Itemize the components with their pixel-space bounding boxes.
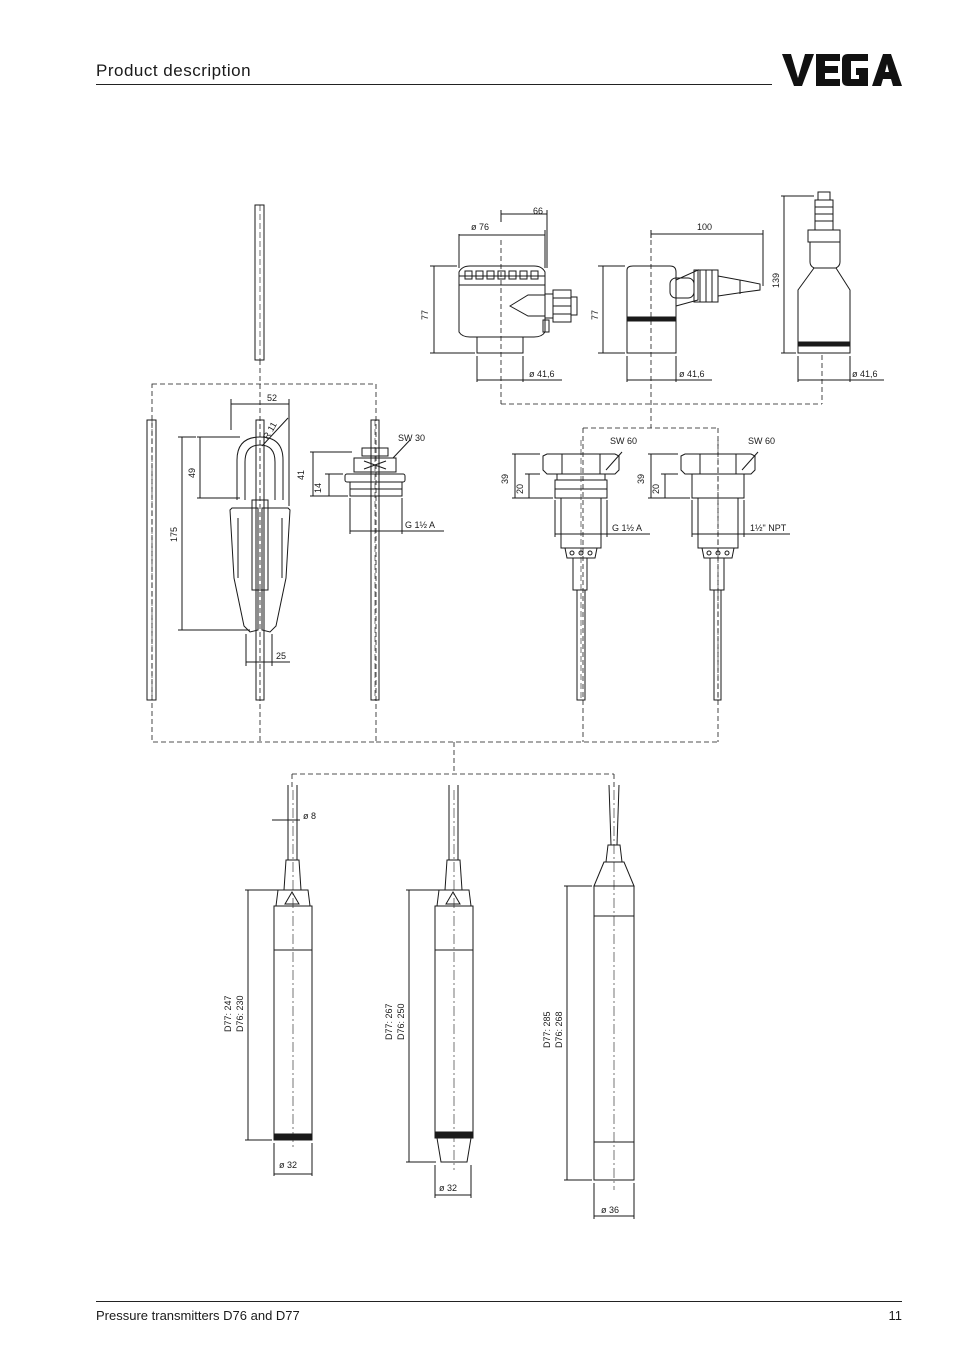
dim-housing-plastic-base: ø 41,6 bbox=[529, 369, 555, 379]
dim-housing-plug-height: 139 bbox=[771, 273, 781, 288]
dim-probe2-d77: D77: 267 bbox=[384, 1003, 394, 1040]
page-number: 11 bbox=[888, 1308, 903, 1323]
dim-probe2-dia: ø 32 bbox=[439, 1183, 457, 1193]
dim-probe2-d76: D76: 250 bbox=[396, 1003, 406, 1040]
dim-housing-plug-base: ø 41,6 bbox=[852, 369, 878, 379]
dim-probe1-cable: ø 8 bbox=[303, 811, 316, 821]
housing-plastic-outline bbox=[458, 265, 578, 354]
dim-clamp-h1: 49 bbox=[187, 468, 197, 478]
housing-connector-outline bbox=[626, 265, 761, 354]
page-title: Product description bbox=[96, 61, 252, 80]
vega-logo bbox=[782, 54, 902, 86]
suspension-clamp-outline bbox=[229, 436, 291, 633]
header-rule bbox=[96, 84, 772, 85]
dim-housing-plastic-width: 66 bbox=[533, 206, 543, 216]
dim-housing-connector-base: ø 41,6 bbox=[679, 369, 705, 379]
housing-plug-outline bbox=[797, 191, 851, 354]
dim-flange-g-thread: G 1½ A bbox=[612, 523, 642, 533]
dim-probe1-d77: D77: 247 bbox=[223, 995, 233, 1032]
dim-flange-npt-thread: 1½" NPT bbox=[750, 523, 787, 533]
dim-flange-npt-h2: 20 bbox=[651, 484, 661, 494]
dim-thread-sw: SW 30 bbox=[398, 433, 425, 443]
footer-doc-title: Pressure transmitters D76 and D77 bbox=[96, 1308, 300, 1323]
dim-probe3-dia: ø 36 bbox=[601, 1205, 619, 1215]
dim-thread-h2: 14 bbox=[313, 483, 323, 493]
dim-clamp-w2: 25 bbox=[276, 651, 286, 661]
dim-flange-npt-h1: 39 bbox=[636, 474, 646, 484]
dim-housing-plastic-height: 77 bbox=[420, 310, 430, 320]
dim-housing-connector-width: 100 bbox=[697, 222, 712, 232]
dim-flange-g-h1: 39 bbox=[500, 474, 510, 484]
dim-thread-g: G 1½ A bbox=[405, 520, 435, 530]
dim-probe1-dia: ø 32 bbox=[279, 1160, 297, 1170]
dim-probe3-d77: D77: 285 bbox=[542, 1011, 552, 1048]
dim-flange-g-sw: SW 60 bbox=[610, 436, 637, 446]
dim-flange-npt-sw: SW 60 bbox=[748, 436, 775, 446]
dim-housing-connector-height: 77 bbox=[590, 310, 600, 320]
dim-clamp-h2: 175 bbox=[169, 527, 179, 542]
dim-flange-g-h2: 20 bbox=[515, 484, 525, 494]
footer-rule bbox=[96, 1301, 902, 1302]
dim-probe3-d76: D76: 268 bbox=[554, 1011, 564, 1048]
thread-fitting-outline bbox=[344, 447, 406, 497]
dim-housing-plastic-diameter: ø 76 bbox=[471, 222, 489, 232]
dim-clamp-width: 52 bbox=[267, 393, 277, 403]
dim-thread-h1: 41 bbox=[296, 470, 306, 480]
dim-probe1-d76: D76: 230 bbox=[235, 995, 245, 1032]
